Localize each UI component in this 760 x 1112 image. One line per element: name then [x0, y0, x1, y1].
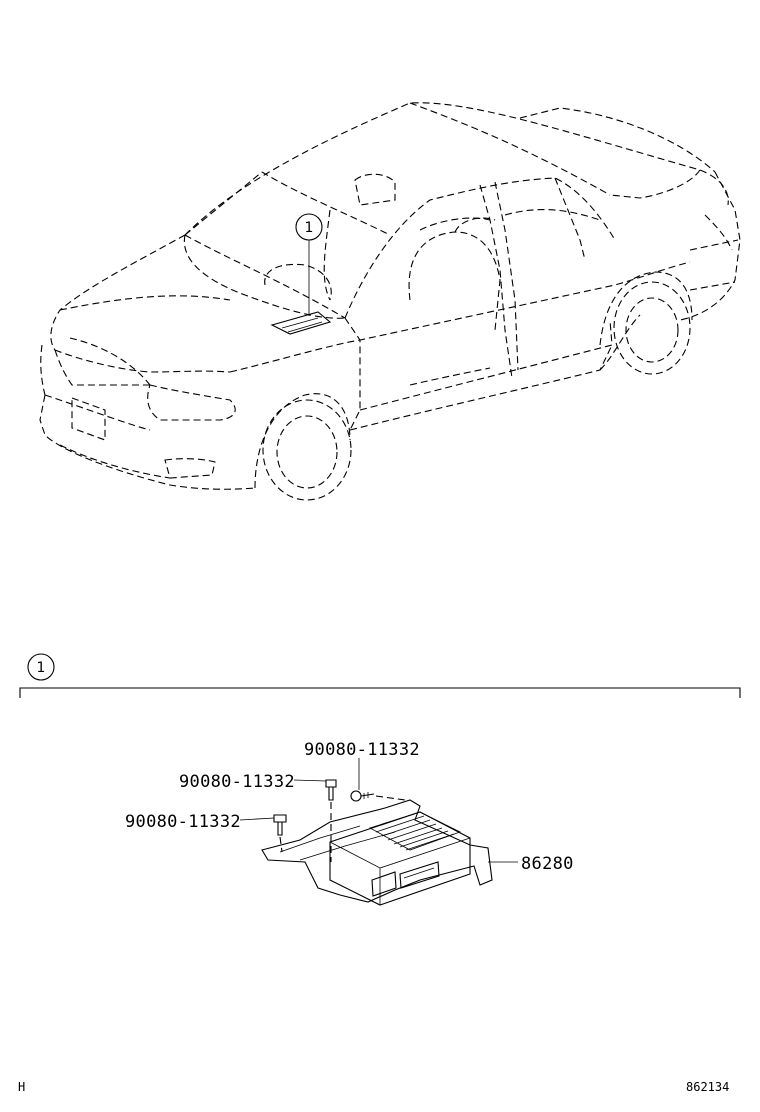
diagram-number: 862134 — [686, 1080, 729, 1094]
connector-left — [371, 871, 397, 897]
section-callout-number: 1 — [37, 660, 46, 676]
connector-right — [399, 861, 440, 889]
part-label-amplifier: 86280 — [521, 854, 574, 874]
bolt-middle-icon — [325, 779, 337, 801]
section-header: 1 — [19, 653, 741, 698]
section-bracket-line — [19, 687, 741, 698]
vehicle-callout-number: 1 — [305, 220, 314, 236]
bolt-left-icon — [273, 814, 287, 836]
vehicle-illustration: 1 — [39, 102, 741, 501]
part-label-bolt-top: 90080-11332 — [304, 740, 420, 760]
section-callout-circle — [27, 653, 55, 681]
vehicle-callout-circle — [295, 213, 323, 241]
part-label-bolt-middle: 90080-11332 — [179, 772, 295, 792]
corner-letter: H — [18, 1080, 25, 1094]
amplifier-assembly — [239, 758, 518, 906]
part-label-bolt-left: 90080-11332 — [125, 812, 241, 832]
bolt-top-icon — [350, 790, 375, 802]
